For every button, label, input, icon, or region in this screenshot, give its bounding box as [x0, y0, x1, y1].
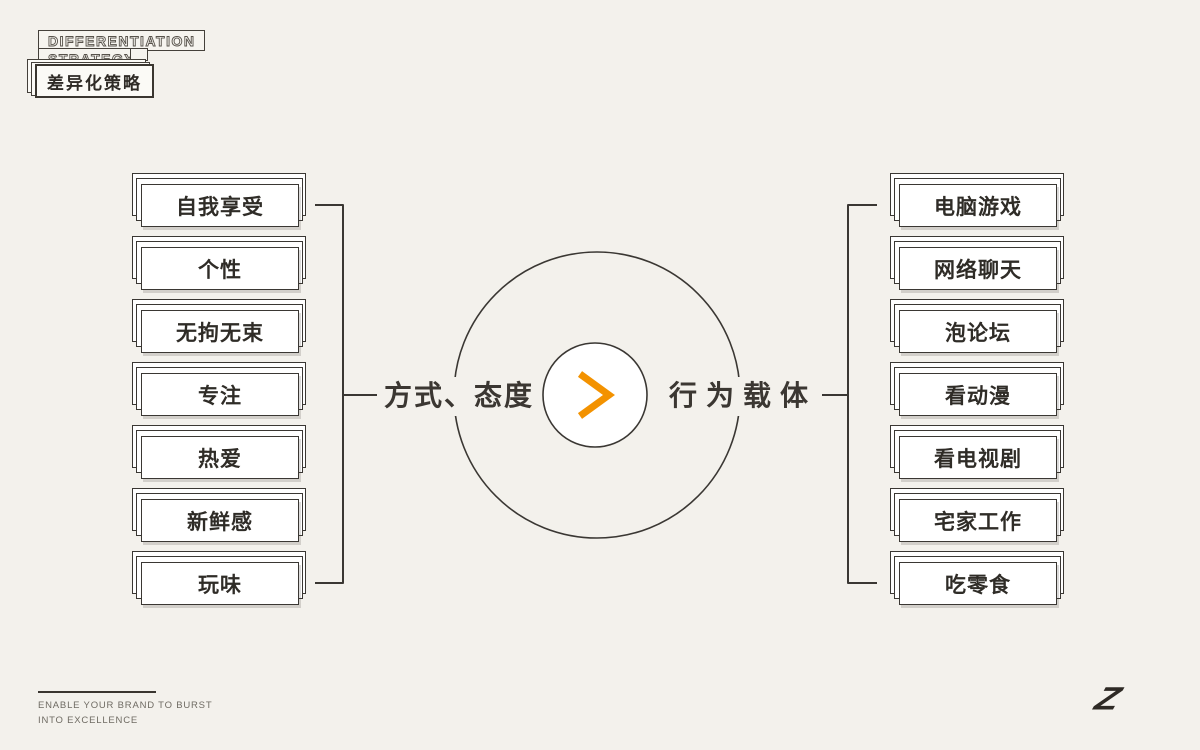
footer-tagline-line2: INTO EXCELLENCE [38, 714, 138, 726]
behavior-card-label: 看动漫 [899, 373, 1057, 416]
footer-tagline-line1: ENABLE YOUR BRAND TO BURST [38, 700, 213, 711]
header-subtitle: 差异化策略 [35, 64, 154, 98]
attitude-card: 个性 [132, 236, 306, 290]
behavior-card-label: 宅家工作 [899, 499, 1057, 542]
behavior-card-label: 电脑游戏 [899, 184, 1057, 227]
attitude-card-label: 热爱 [141, 436, 299, 479]
right-bracket-line [847, 204, 877, 584]
footer-divider [38, 691, 156, 693]
behavior-card: 看电视剧 [890, 425, 1064, 479]
footer-tagline: ENABLE YOUR BRAND TO BURST INTO EXCELLEN… [38, 699, 212, 728]
behavior-card: 宅家工作 [890, 488, 1064, 542]
chevron-right-icon [577, 371, 615, 419]
header-title-line1: DIFFERENTIATION [38, 30, 206, 51]
attitude-card-label: 个性 [141, 247, 299, 290]
behavior-card: 泡论坛 [890, 299, 1064, 353]
behavior-card-label: 吃零食 [899, 562, 1057, 605]
attitude-card-label: 无拘无束 [141, 310, 299, 353]
right-group-label: 行为载体 [664, 377, 823, 416]
attitude-card-label: 专注 [141, 373, 299, 416]
attitude-card: 自我享受 [132, 173, 306, 227]
attitude-card: 新鲜感 [132, 488, 306, 542]
behavior-card-label: 看电视剧 [899, 436, 1057, 479]
behavior-card: 看动漫 [890, 362, 1064, 416]
behavior-card-label: 泡论坛 [899, 310, 1057, 353]
attitude-card: 玩味 [132, 551, 306, 605]
behavior-card: 电脑游戏 [890, 173, 1064, 227]
attitude-card-label: 自我享受 [141, 184, 299, 227]
behavior-card-label: 网络聊天 [899, 247, 1057, 290]
left-group-label: 方式、态度 [379, 377, 540, 416]
left-bracket-line [315, 204, 344, 584]
inner-circle [542, 342, 648, 448]
attitude-card: 热爱 [132, 425, 306, 479]
attitude-card-label: 新鲜感 [141, 499, 299, 542]
behavior-card: 吃零食 [890, 551, 1064, 605]
behavior-card: 网络聊天 [890, 236, 1064, 290]
header-subtitle-card: 差异化策略 [27, 59, 154, 98]
attitude-card: 无拘无束 [132, 299, 306, 353]
attitude-card-label: 玩味 [141, 562, 299, 605]
attitude-card: 专注 [132, 362, 306, 416]
